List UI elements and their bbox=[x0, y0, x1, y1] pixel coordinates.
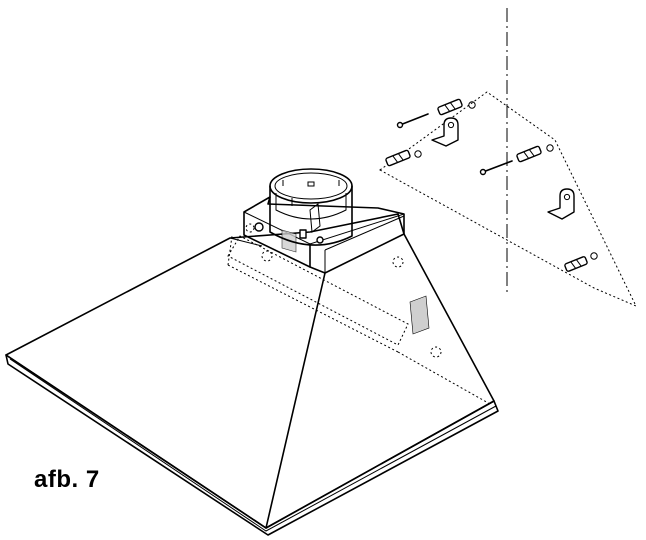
wall-template-outline bbox=[379, 91, 638, 307]
hood-hidden-outline bbox=[227, 235, 409, 346]
cooker-hood bbox=[5, 213, 499, 536]
rating-label bbox=[409, 295, 430, 335]
plug-top bbox=[437, 98, 476, 116]
outlet-collar bbox=[269, 168, 353, 246]
plug-left bbox=[385, 149, 422, 167]
plug-bottom bbox=[564, 252, 598, 272]
figure-caption: afb. 7 bbox=[34, 466, 100, 493]
bracket-lower bbox=[547, 188, 575, 220]
screw-top bbox=[396, 113, 429, 129]
bracket-upper bbox=[431, 117, 459, 147]
screw-middle bbox=[479, 160, 513, 176]
plug-middle bbox=[516, 144, 554, 163]
motor-housing bbox=[243, 196, 405, 274]
wall-fixings bbox=[385, 98, 598, 272]
